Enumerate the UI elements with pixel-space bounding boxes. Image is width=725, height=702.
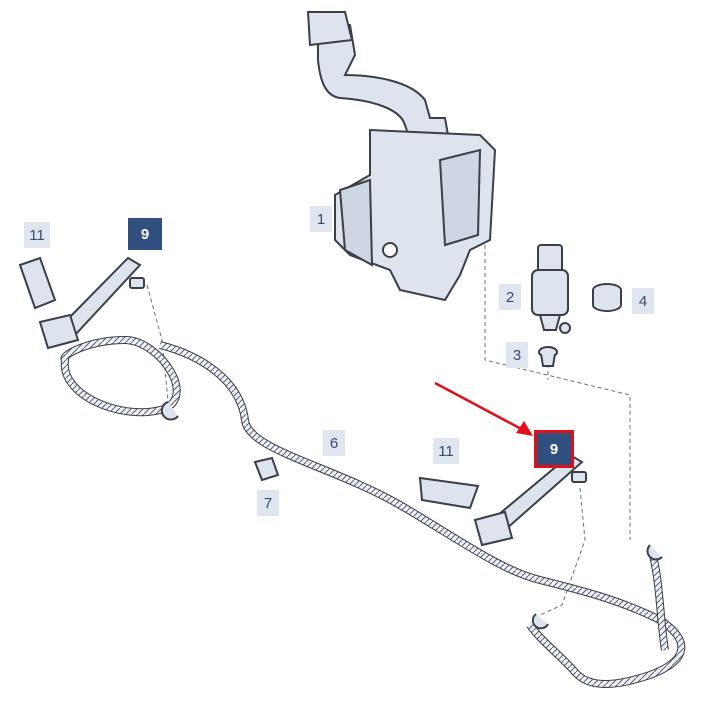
callout-6[interactable]: 6 [323,430,345,456]
washer-jet-left-drawing [18,256,145,350]
callout-3[interactable]: 3 [506,342,528,368]
washer-pump-drawing [531,244,571,334]
hose-clip-drawing [253,456,280,482]
callout-2[interactable]: 2 [499,284,521,310]
callout-9-right[interactable]: 9 [534,430,574,468]
washer-jet-right-drawing [418,453,587,547]
callout-7[interactable]: 7 [257,490,279,516]
callout-9-left[interactable]: 9 [128,218,162,250]
annotation-arrow [434,381,533,436]
hose-line-drawing [60,335,686,688]
callout-11-left[interactable]: 11 [24,222,50,248]
washer-fluid-reservoir-drawing [306,11,497,302]
callout-1[interactable]: 1 [310,206,332,232]
seal-ring-drawing [592,283,622,312]
grommet-drawing [538,346,558,367]
callout-4[interactable]: 4 [632,288,654,314]
callout-11-right[interactable]: 11 [433,438,459,464]
